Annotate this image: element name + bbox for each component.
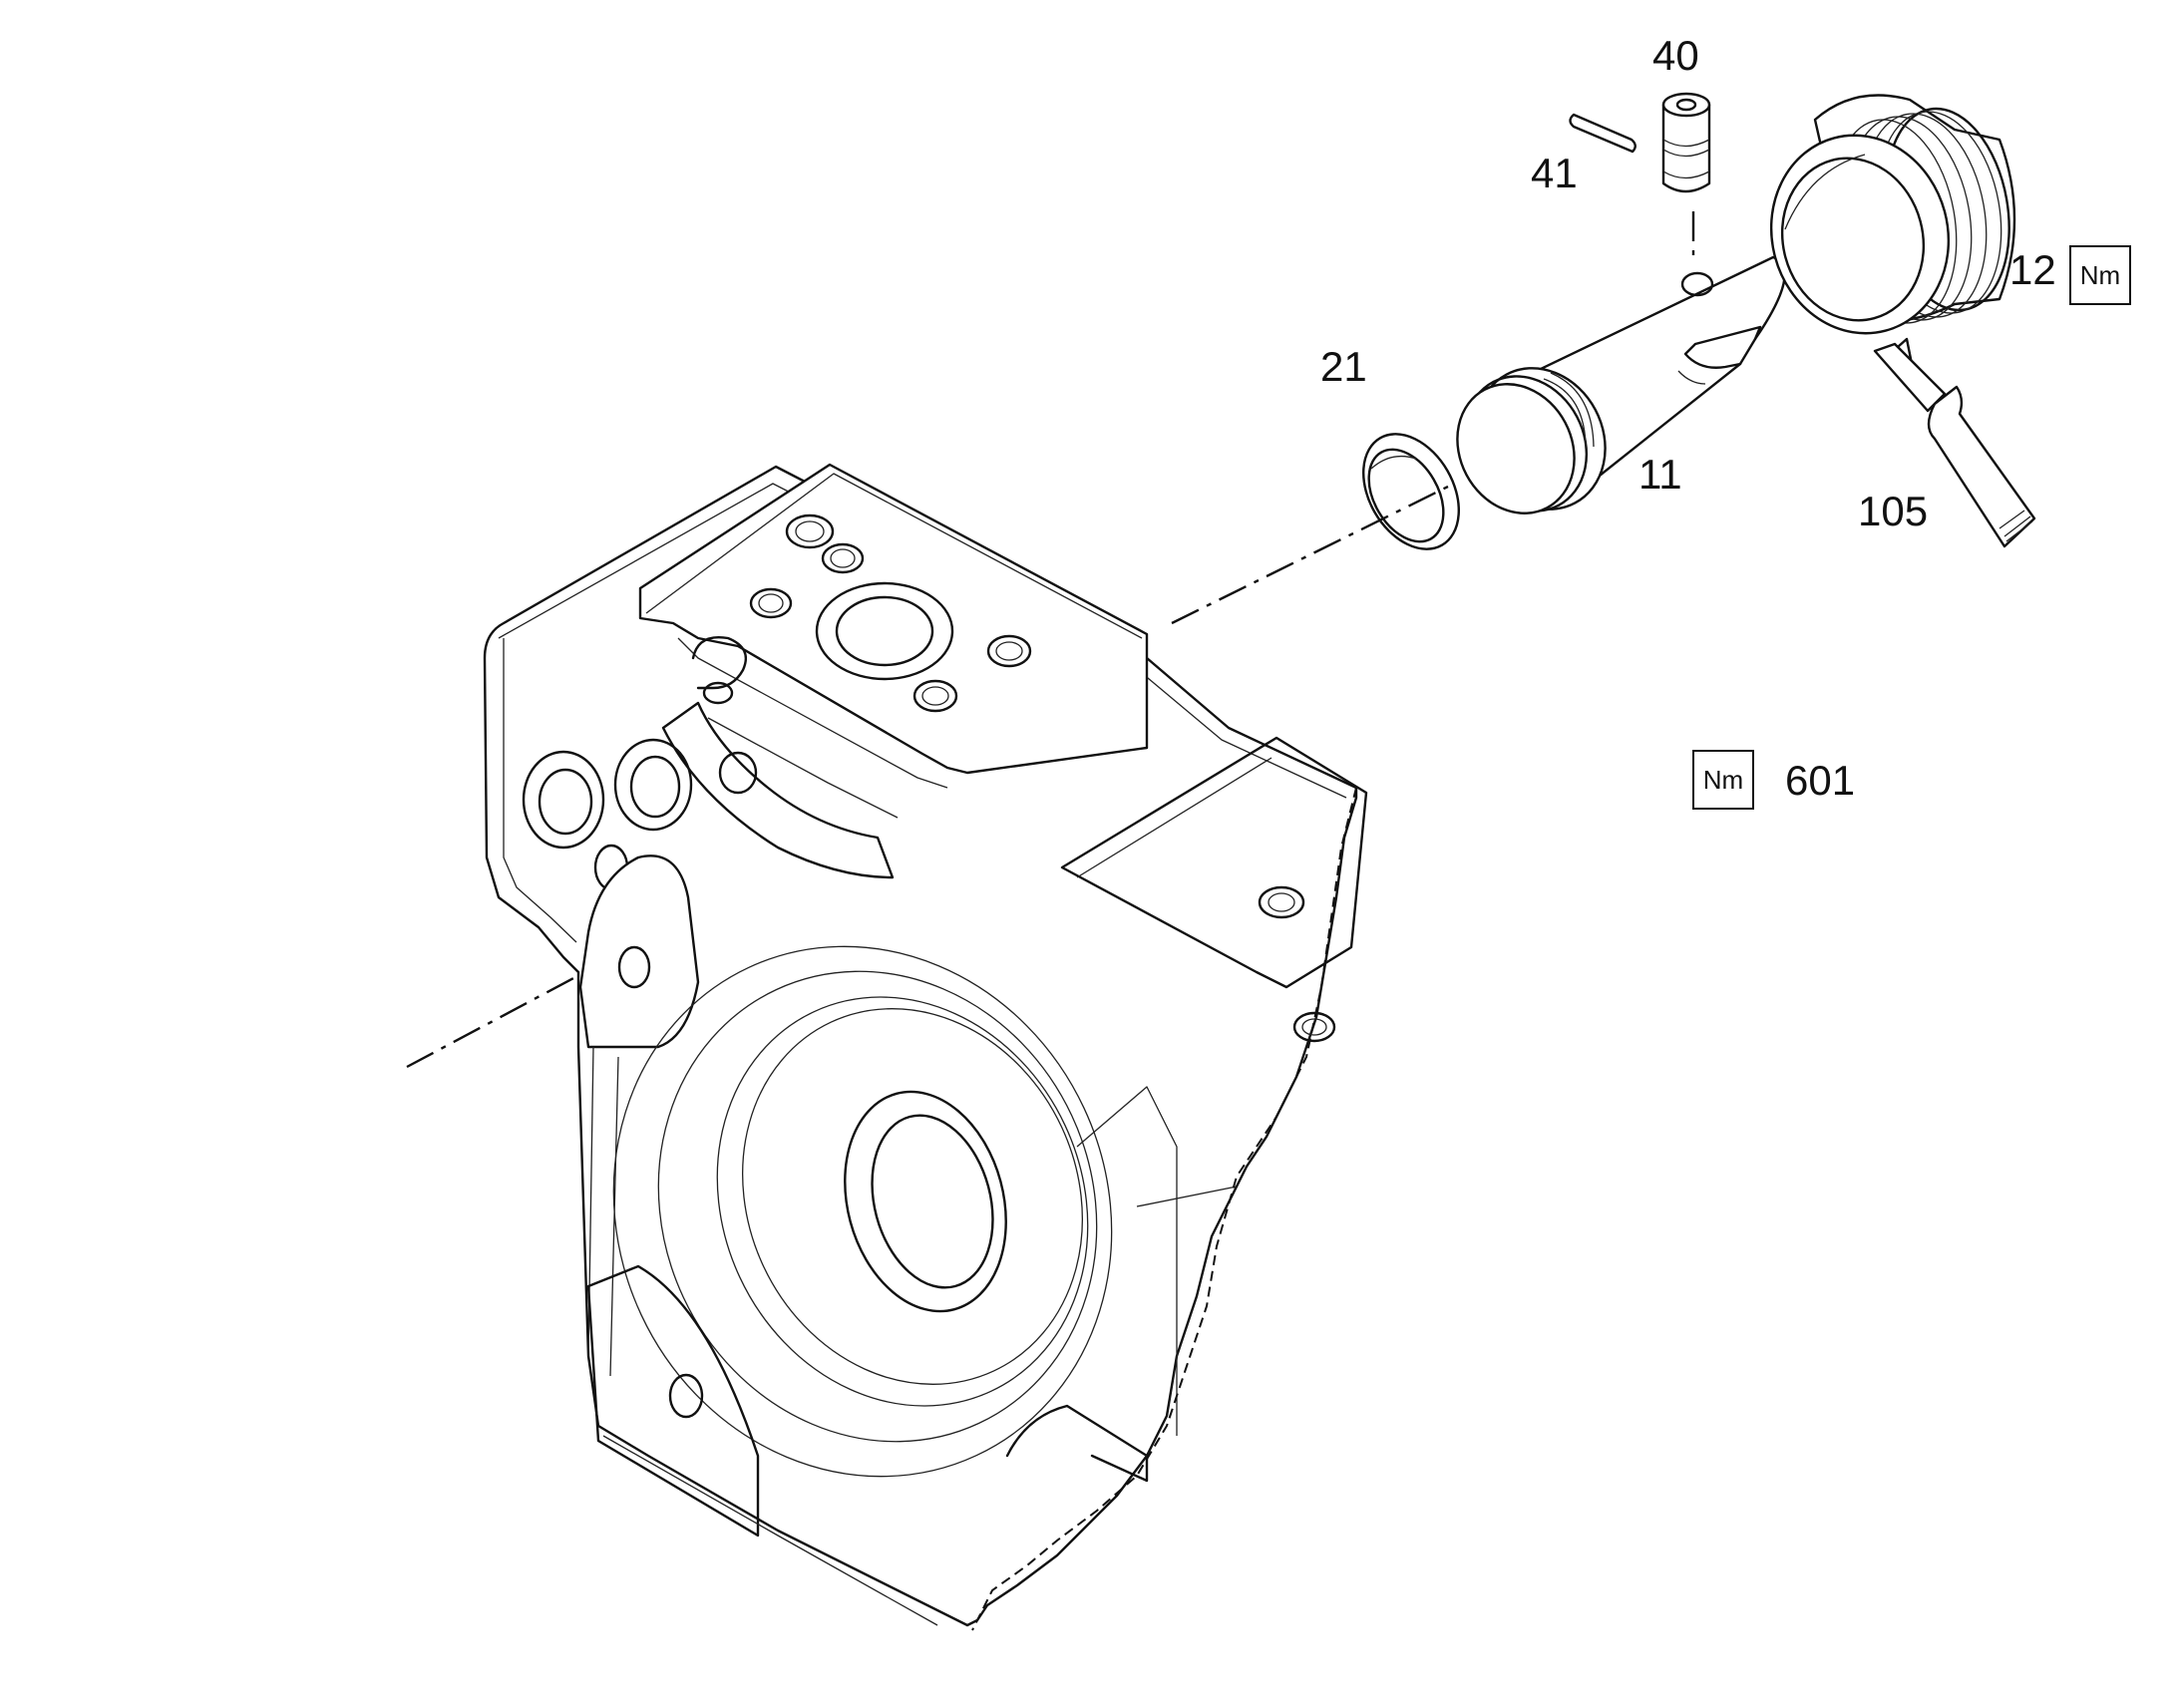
torque-symbol-12-text: Nm	[2080, 260, 2120, 290]
callout-12: 12	[2009, 246, 2056, 293]
callout-40: 40	[1652, 32, 1699, 79]
callout-105: 105	[1858, 488, 1928, 534]
part-40-plug	[1661, 92, 1711, 193]
valve-housing	[483, 463, 1368, 1631]
torque-symbol-601: Nm	[1692, 750, 1754, 810]
callout-41: 41	[1531, 150, 1578, 196]
callout-601: 601	[1785, 757, 1855, 804]
callout-21: 21	[1320, 343, 1367, 390]
callout-11: 11	[1638, 451, 1682, 498]
centerline-bore	[1171, 485, 1449, 625]
torque-symbol-601-text: Nm	[1703, 765, 1743, 795]
part-105-sealant-tube	[1873, 337, 2036, 548]
part-21-o-ring	[1362, 433, 1460, 550]
part-11-spool-sleeve	[1456, 255, 1786, 514]
torque-symbol-12: Nm	[2069, 245, 2131, 305]
centerline-port	[406, 975, 576, 1069]
part-12-screw-plug	[1769, 94, 2016, 335]
part-41-pin	[1569, 113, 1636, 154]
